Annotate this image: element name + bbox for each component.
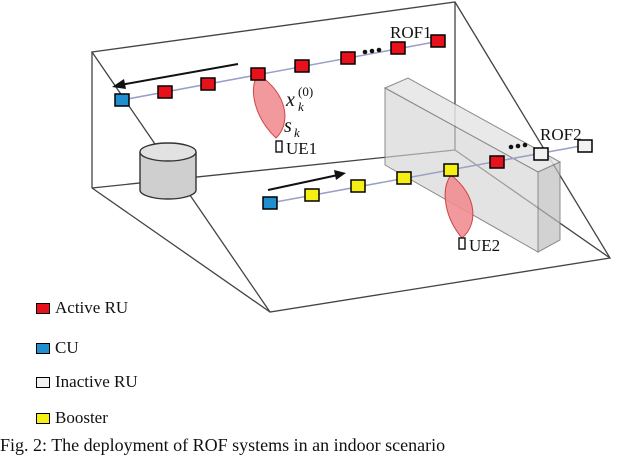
legend-item-cu: CU	[36, 338, 79, 358]
legend-swatch-booster-icon	[36, 412, 50, 424]
x-k-base: x	[285, 89, 295, 111]
rof1-unit-active-icon	[157, 85, 173, 99]
s-k-symbol: s k	[284, 115, 300, 140]
legend-swatch-cu-icon	[36, 342, 50, 354]
rof1-unit-active-icon	[200, 77, 216, 91]
rof2-unit-chain	[262, 139, 593, 210]
legend-swatch-inactive-icon	[36, 376, 50, 388]
rof2-unit-inactive-icon	[533, 147, 549, 161]
legend-label: Inactive RU	[55, 372, 138, 391]
legend-item-booster: Booster	[36, 408, 108, 428]
rof2-unit-booster-icon	[350, 179, 366, 193]
ue2-device-icon	[458, 237, 466, 250]
ue1-label: UE1	[286, 139, 317, 158]
rof1-ellipsis	[362, 47, 382, 55]
rof1-unit-cu-icon	[114, 93, 130, 107]
legend-item-active: Active RU	[36, 298, 128, 318]
legend-label: Booster	[55, 408, 108, 427]
x-k-superscript: (0)	[298, 84, 313, 99]
rof1-label: ROF1	[390, 23, 432, 42]
rof2-unit-active-icon	[489, 155, 505, 169]
rof2-ellipsis	[508, 142, 528, 150]
x-k-symbol: x (0) k	[285, 84, 313, 114]
rof1-unit-chain	[114, 34, 446, 107]
rof1-fiber	[121, 40, 441, 101]
cylinder-object	[139, 142, 197, 200]
rof2-direction-arrow	[267, 170, 346, 191]
s-k-base: s	[284, 115, 292, 137]
legend-label: CU	[55, 338, 79, 357]
rof1-direction-arrow	[112, 63, 239, 89]
rof1-unit-active-icon	[430, 34, 446, 48]
rof1-unit-active-icon	[250, 67, 266, 81]
figure-caption: Fig. 2: The deployment of ROF systems in…	[0, 435, 446, 455]
rof1-unit-active-icon	[340, 51, 356, 65]
rof1-unit-active-icon	[294, 59, 310, 73]
room-bottom-left-edge	[91, 187, 271, 313]
rof2-unit-booster-icon	[396, 171, 412, 185]
rof2-label: ROF2	[540, 125, 582, 144]
rof1-unit-active-icon	[390, 41, 406, 55]
x-k-subscript: k	[298, 99, 304, 114]
legend-item-inactive: Inactive RU	[36, 372, 138, 392]
legend-label: Active RU	[55, 298, 129, 317]
rof2-unit-booster-icon	[443, 163, 459, 177]
ue1-beam	[253, 73, 286, 139]
legend-swatch-active-icon	[36, 302, 50, 314]
partition-wall	[383, 77, 562, 253]
ue2-label: UE2	[469, 236, 500, 255]
rof2-unit-inactive-icon	[577, 139, 593, 153]
ue1-device-icon	[275, 140, 283, 153]
rof2-unit-cu-icon	[262, 196, 278, 210]
s-k-subscript: k	[294, 125, 300, 140]
rof2-unit-booster-icon	[304, 188, 320, 202]
